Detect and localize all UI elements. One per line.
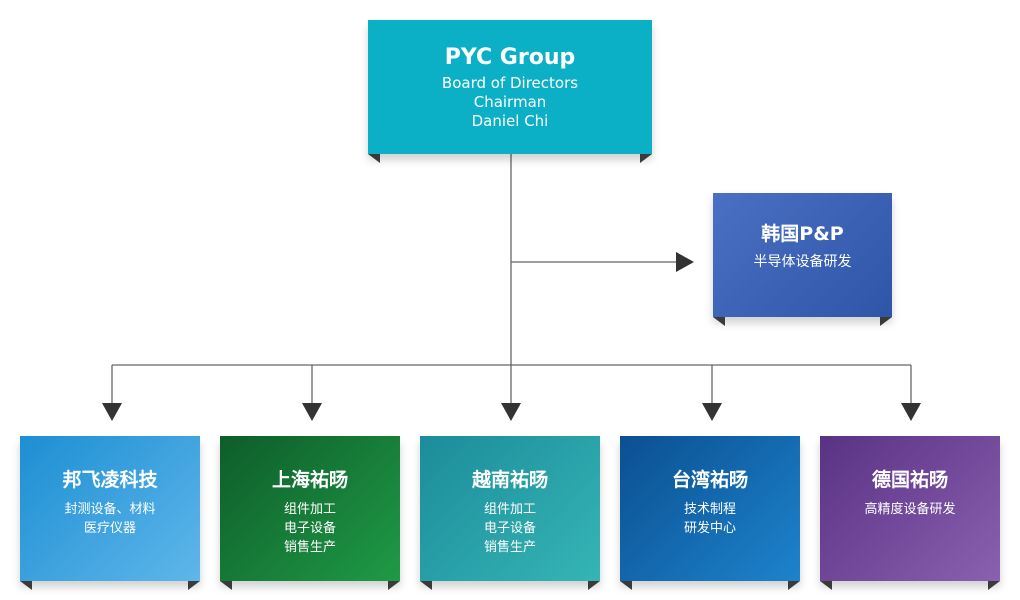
child-node-3: 越南祐旸 组件加工 电子设备 销售生产: [420, 436, 600, 581]
child-1-title: 邦飞凌科技: [62, 469, 158, 491]
child-4-line-2: 研发中心: [683, 521, 736, 536]
child-2-fold-left: [220, 581, 232, 590]
child-5-line-1: 高精度设备研发: [864, 502, 956, 517]
root-fold-right: [640, 154, 652, 163]
side-line-1: 半导体设备研发: [753, 254, 852, 270]
child-3-line-3: 销售生产: [483, 540, 536, 555]
child-3-line-1: 组件加工: [483, 502, 536, 517]
child-3-line-2: 电子设备: [483, 521, 536, 536]
arrow-down-2: [302, 403, 322, 421]
child-4-line-1: 技术制程: [683, 502, 736, 517]
root-title: PYC Group: [444, 45, 576, 70]
root-node: PYC Group Board of Directors Chairman Da…: [368, 20, 652, 154]
child-1-fold-right: [188, 581, 200, 590]
child-3-fold-right: [588, 581, 600, 590]
child-node-5: 德国祐旸 高精度设备研发: [820, 436, 1000, 581]
child-5-title: 德国祐旸: [871, 469, 948, 491]
child-1-line-1: 封测设备、材料: [64, 502, 156, 517]
arrow-down-1: [102, 403, 122, 421]
arrow-to-side: [676, 252, 694, 272]
side-title: 韩国P&P: [761, 223, 844, 245]
root-line-2: Chairman: [473, 93, 547, 111]
side-fold-left: [713, 317, 725, 326]
child-node-1: 邦飞凌科技 封测设备、材料 医疗仪器: [20, 436, 200, 581]
child-3-title: 越南祐旸: [471, 469, 548, 491]
root-line-1: Board of Directors: [441, 74, 579, 92]
child-2-fold-right: [388, 581, 400, 590]
child-4-fold-left: [620, 581, 632, 590]
child-5-fold-right: [988, 581, 1000, 590]
child-4-title: 台湾祐旸: [671, 469, 748, 491]
child-4-fold-right: [788, 581, 800, 590]
child-node-2: 上海祐旸 组件加工 电子设备 销售生产: [220, 436, 400, 581]
child-1-fold-left: [20, 581, 32, 590]
child-3-fold-left: [420, 581, 432, 590]
root-fold-left: [368, 154, 380, 163]
arrow-down-4: [702, 403, 722, 421]
child-2-title: 上海祐旸: [271, 469, 348, 491]
child-1-line-2: 医疗仪器: [83, 521, 136, 536]
side-node: 韩国P&P 半导体设备研发: [713, 193, 892, 317]
arrow-down-5: [901, 403, 921, 421]
child-2-line-1: 组件加工: [283, 502, 336, 517]
child-node-4: 台湾祐旸 技术制程 研发中心: [620, 436, 800, 581]
root-line-3: Daniel Chi: [471, 112, 549, 130]
arrow-down-3: [501, 403, 521, 421]
side-fold-right: [880, 317, 892, 326]
child-2-line-2: 电子设备: [283, 521, 336, 536]
child-2-line-3: 销售生产: [283, 540, 336, 555]
child-5-fold-left: [820, 581, 832, 590]
